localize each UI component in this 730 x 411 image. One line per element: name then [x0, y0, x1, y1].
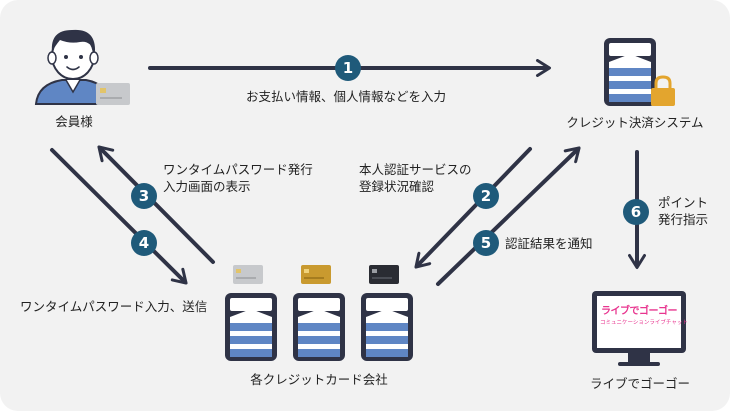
black-card-icon [369, 265, 399, 284]
member-label: 会員様 [55, 114, 93, 129]
svg-text:6: 6 [631, 203, 641, 221]
card-company-server-3-icon [361, 293, 413, 361]
step-badge-5: 5 [473, 230, 499, 256]
step-badge-6: 6 [623, 199, 649, 225]
payment-system-label: クレジット決済システム [566, 115, 704, 130]
arrow-step-3 [97, 145, 215, 264]
card-company-server-2-icon [293, 293, 345, 361]
step-6-label: ポイント 発行指示 [658, 195, 709, 227]
svg-text:3: 3 [139, 187, 149, 205]
svg-text:4: 4 [139, 234, 149, 252]
svg-text:1: 1 [343, 59, 353, 77]
livede-label: ライブでゴーゴー [589, 376, 690, 391]
arrow-step-2 [414, 147, 532, 269]
lock-icon [651, 75, 675, 106]
card-company-server-1-icon [225, 293, 277, 361]
step-badge-4: 4 [131, 230, 157, 256]
step-badge-3: 3 [131, 183, 157, 209]
svg-text:5: 5 [481, 234, 491, 252]
step-4-label: ワンタイムパスワード入力、送信 [20, 299, 208, 314]
step-badge-2: 2 [473, 183, 499, 209]
monitor-icon [592, 291, 686, 366]
step-2-label: 本人認証サービスの 登録状況確認 [359, 162, 472, 194]
step-1-label: お支払い情報、個人情報などを入力 [246, 89, 447, 104]
card-companies-label: 各クレジットカード会社 [250, 372, 388, 387]
gold-card-icon [301, 265, 331, 284]
livede-logo-main: ライブでゴーゴー [601, 306, 678, 317]
arrow-step-4 [50, 148, 188, 285]
silver-card-icon [233, 265, 263, 284]
payment-system-server-icon [604, 38, 656, 106]
member-credit-card-icon [96, 83, 130, 105]
arrow-step-5 [436, 146, 581, 286]
step-3-label: ワンタイムパスワード発行 入力画面の表示 [163, 162, 313, 194]
livede-logo-sub: コミュニケーションライブチャット [600, 320, 688, 326]
step-5-label: 認証結果を通知 [505, 236, 593, 251]
svg-text:2: 2 [481, 187, 491, 205]
step-badge-1: 1 [335, 55, 361, 81]
member-avatar-icon [34, 29, 112, 105]
